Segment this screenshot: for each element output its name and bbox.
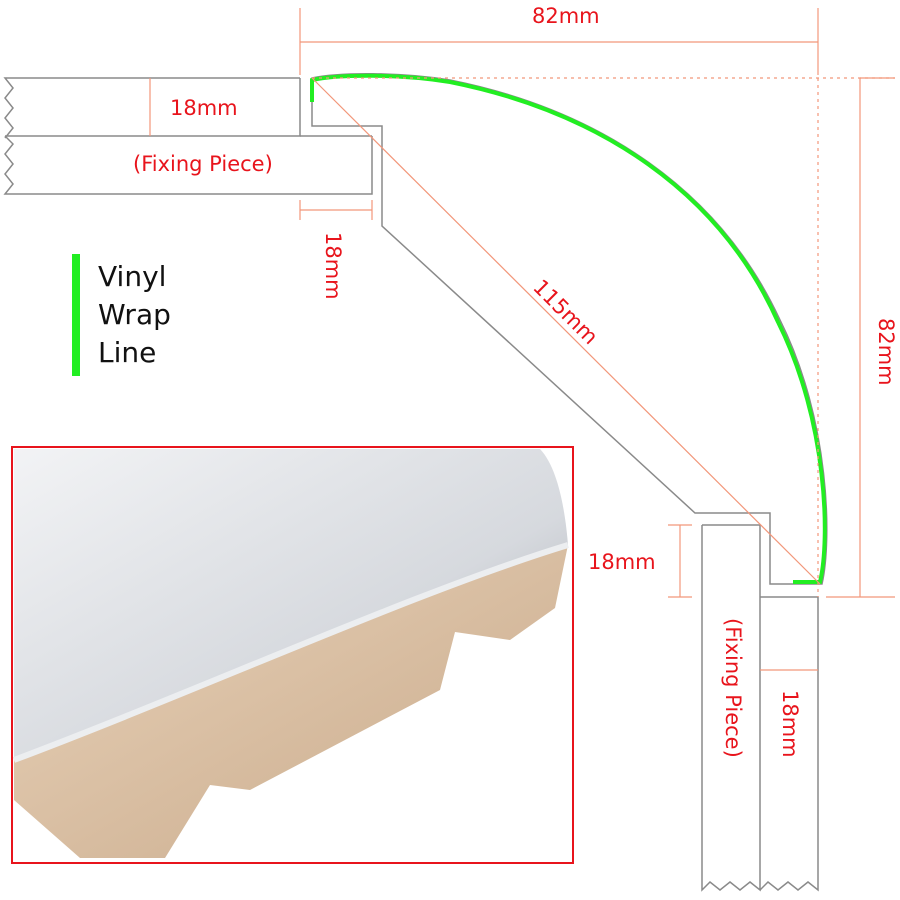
dim-right-offset: 18mm bbox=[588, 550, 656, 574]
dimension-lines bbox=[149, 8, 895, 671]
legend-swatch bbox=[72, 254, 80, 376]
legend-line-2: Wrap bbox=[98, 298, 171, 331]
right-fixing-piece-label: (Fixing Piece) bbox=[721, 618, 745, 758]
dim-left-offset: 18mm bbox=[321, 232, 345, 300]
product-photo bbox=[11, 446, 574, 864]
left-fixing-piece bbox=[3, 77, 373, 195]
legend: Vinyl Wrap Line bbox=[98, 258, 171, 372]
legend-line-3: Line bbox=[98, 336, 157, 369]
legend-line-1: Vinyl bbox=[98, 260, 167, 293]
right-fixing-piece bbox=[701, 524, 819, 892]
dim-right-board-thickness: 18mm bbox=[778, 690, 802, 758]
vinyl-wrap-line bbox=[310, 73, 827, 584]
dim-top-width: 82mm bbox=[532, 4, 600, 28]
dim-left-board-thickness: 18mm bbox=[170, 96, 238, 120]
dim-right-height: 82mm bbox=[874, 318, 898, 386]
left-fixing-piece-label: (Fixing Piece) bbox=[133, 152, 273, 176]
